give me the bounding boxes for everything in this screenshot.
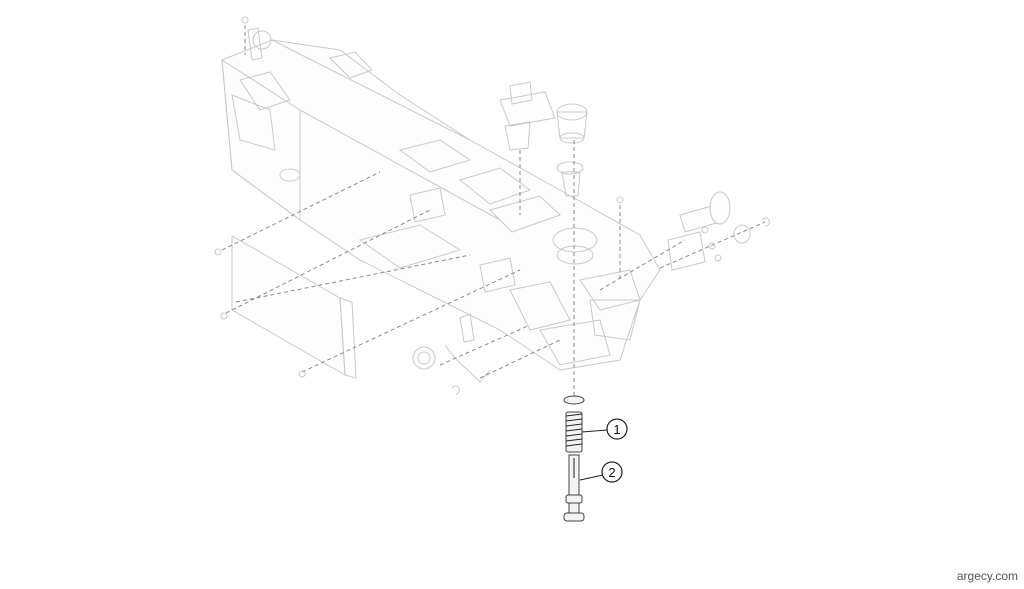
callout-2-label: 2	[608, 465, 615, 480]
housing-frame	[221, 27, 661, 371]
shaft-pin	[563, 454, 585, 522]
screws	[214, 16, 770, 395]
watermark-text: argecy.com	[956, 569, 1018, 583]
spring	[565, 411, 583, 453]
callout-2: 2	[579, 461, 623, 483]
assembly-lines	[221, 25, 766, 400]
washer	[563, 395, 585, 405]
side-cover-panel	[231, 235, 357, 379]
callout-1: 1	[581, 418, 628, 440]
shaft-assembly	[667, 191, 751, 271]
bushing-top	[556, 103, 588, 144]
sensor-connector	[499, 81, 556, 151]
lower-left-gear	[412, 313, 491, 383]
callout-1-label: 1	[613, 422, 620, 437]
